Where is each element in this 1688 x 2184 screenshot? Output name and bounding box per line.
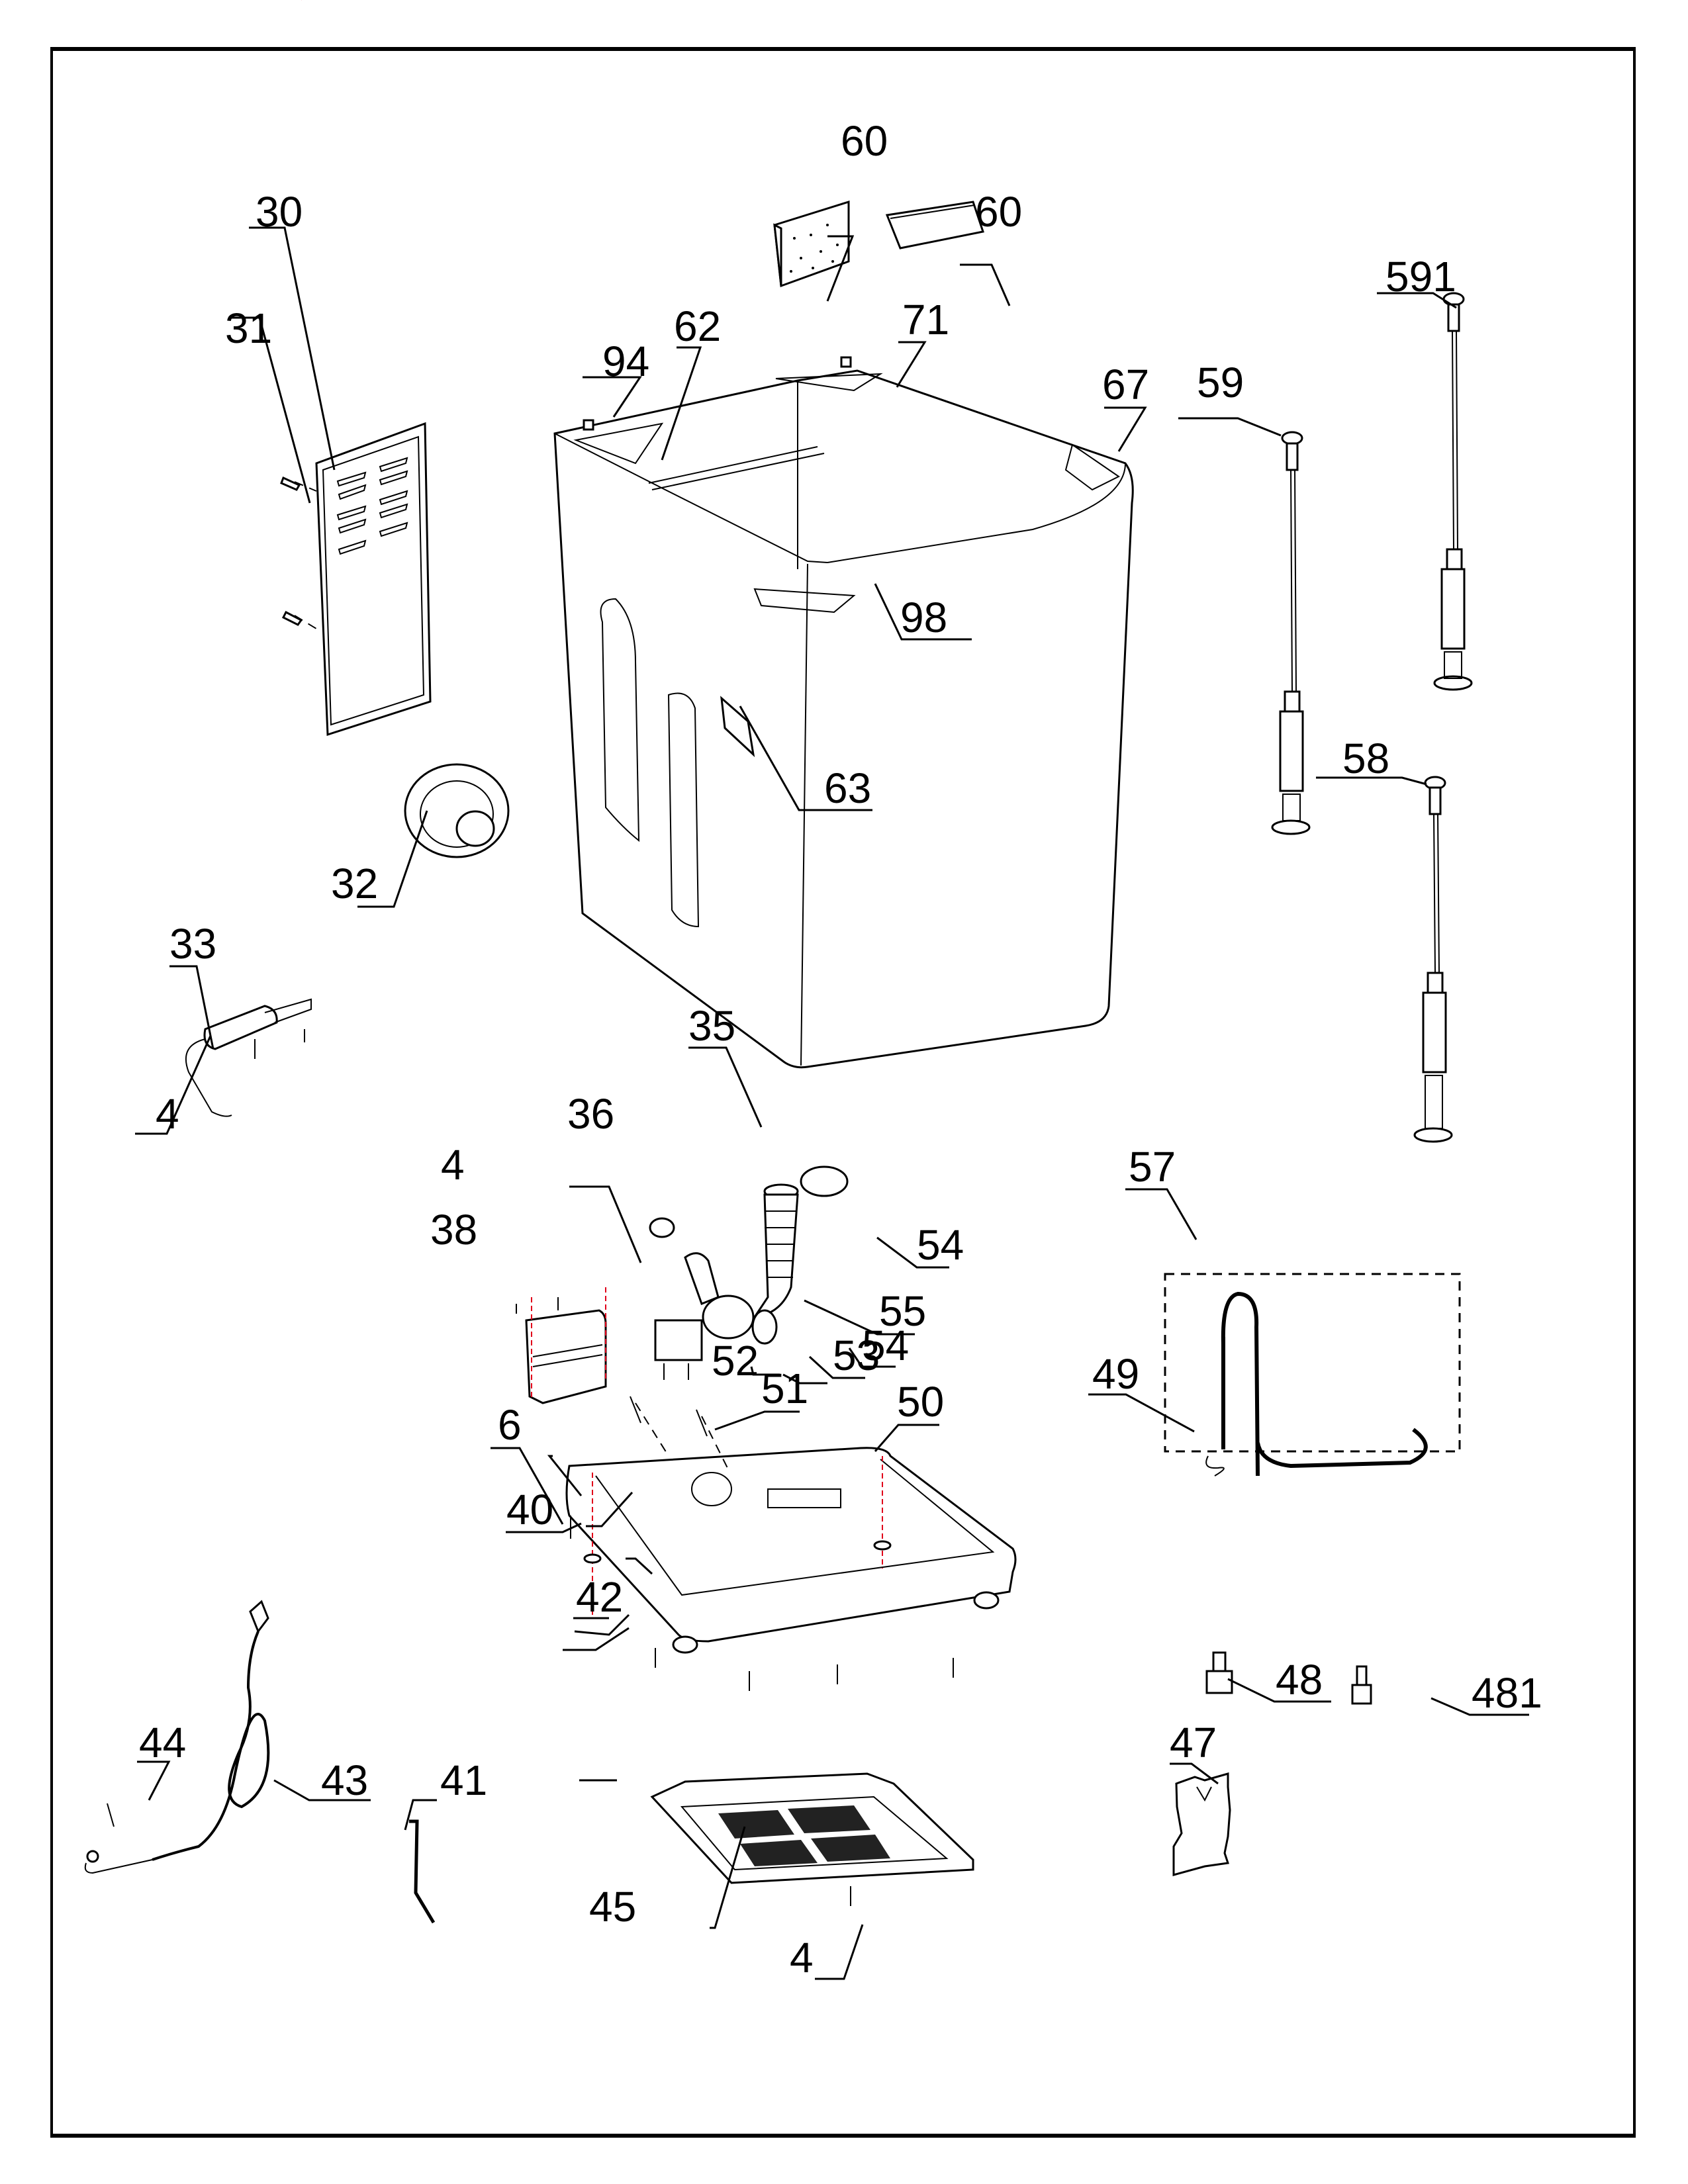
callout-59: 59 [1197,359,1244,406]
callout-60-foam-pad: 60 [975,188,1022,236]
callout-591: 591 [1385,253,1456,300]
callout-98: 98 [900,594,947,641]
callout-32: 32 [331,860,378,907]
cable-tie-part [409,1819,436,1924]
capacitor-part [185,998,312,1117]
callout-33: 33 [169,920,216,968]
drain-pump-assembly-part [649,1165,849,1361]
callout-30: 30 [256,188,303,236]
callout-51: 51 [761,1365,808,1412]
callout-53: 53 [833,1332,880,1379]
base-frame-part [565,1447,1017,1691]
pin-48-part [1205,1651,1233,1694]
callout-41: 41 [440,1756,487,1804]
callout-42: 42 [576,1573,623,1621]
callout-49: 49 [1092,1350,1139,1398]
callout-54-top: 54 [917,1221,964,1269]
callout-4-motor-cover: 4 [441,1141,465,1189]
callout-54-bottom: 54 [862,1322,909,1369]
callout-labels: 60 60 30 31 94 62 71 67 98 591 59 58 63 … [139,117,1542,1981]
cabinet-part [553,356,1134,1069]
callout-52: 52 [712,1337,759,1385]
callout-45: 45 [589,1883,636,1931]
suspension-rod-58-part [1413,776,1453,1143]
callout-60-foam-block: 60 [841,117,888,165]
callout-35: 35 [688,1002,735,1050]
callout-55: 55 [879,1287,926,1335]
rear-panel-part [315,422,432,737]
inlet-fitting-part [404,763,510,858]
accessory-bag-part [1172,1772,1231,1876]
callout-44: 44 [139,1719,186,1766]
callout-36: 36 [567,1090,614,1138]
motor-cover-part [516,1287,607,1404]
suspension-rod-591-part [1433,292,1473,691]
callout-57: 57 [1129,1143,1176,1191]
pin-481-part [1351,1665,1372,1705]
base-screws-part [630,1396,729,1470]
suspension-rod-59-part [1271,431,1311,835]
foam-pad-part [885,201,984,250]
callout-47: 47 [1170,1719,1217,1766]
callout-43: 43 [321,1756,368,1804]
callout-4-bottom-cover: 4 [790,1934,814,1981]
pump-screws-part [663,1363,689,1380]
callout-50: 50 [897,1378,944,1426]
callout-481: 481 [1472,1669,1542,1717]
callout-67: 67 [1102,361,1149,408]
foam-block-part [773,200,850,288]
callout-4-capacitor: 4 [156,1090,179,1138]
callout-94: 94 [602,338,649,385]
panel-screws-part [280,476,317,629]
callout-38: 38 [430,1206,477,1253]
callout-48: 48 [1276,1656,1323,1704]
leader-lines [135,226,1529,1980]
callout-63: 63 [824,764,871,812]
callout-58: 58 [1342,735,1389,782]
ground-screw-part [107,1803,115,1827]
callout-40: 40 [506,1486,553,1533]
callout-62: 62 [674,302,721,350]
callout-31: 31 [225,304,272,352]
bottom-cover-part [650,1772,974,1906]
callout-6: 6 [498,1401,522,1449]
callout-71: 71 [902,296,949,343]
diagram-border [50,47,1636,2138]
power-cord-part [84,1600,270,1874]
drain-hose-assembly-part [1164,1273,1461,1477]
